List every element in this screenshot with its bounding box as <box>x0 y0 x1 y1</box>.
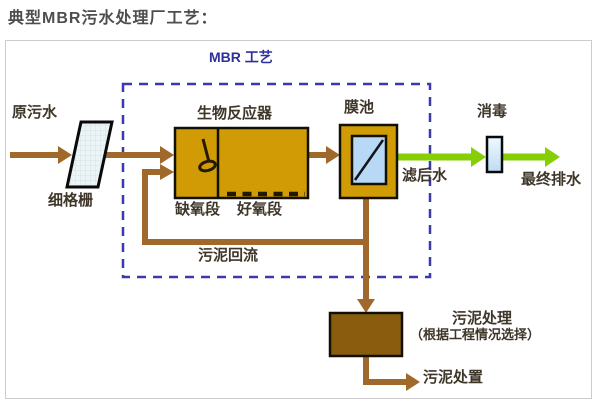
sludge-treatment-note: （根据工程情况选择） <box>410 328 541 343</box>
sludge-return-line <box>142 169 369 245</box>
disinfection-unit-shape <box>485 135 504 174</box>
sludge-disposal-line <box>363 356 406 385</box>
mbr-process-dashed-box <box>121 82 432 279</box>
raw-water-arrowhead <box>58 146 72 164</box>
sludge-treatment-box <box>328 311 404 358</box>
sludge-box-arrowhead <box>357 299 375 313</box>
diagram-panel <box>5 40 592 399</box>
mixer-icon <box>198 138 217 173</box>
disinfection-label: 消毒 <box>477 102 508 120</box>
bioreactor-inlet-arrowhead <box>160 146 174 164</box>
disinfection-inlet-arrowhead <box>471 147 486 167</box>
membrane-diagonal <box>353 139 385 181</box>
return-inlet-arrowhead <box>160 164 174 180</box>
bioreactor-label: 生物反应器 <box>197 104 273 122</box>
sludge-return-label: 污泥回流 <box>198 246 259 264</box>
sludge-disposal-label: 污泥处置 <box>423 368 484 386</box>
sludge-treatment-label: 污泥处理 <box>452 309 513 327</box>
bioreactor-tank <box>173 126 310 200</box>
fine-screen-label: 细格栅 <box>48 191 94 209</box>
anoxic-section-label: 缺氧段 <box>175 200 221 218</box>
membrane-inlet-arrowhead <box>326 146 340 164</box>
treated-water-arrowheads <box>471 147 560 167</box>
fine-screen-shape <box>65 120 114 189</box>
membrane-tank-label: 膜池 <box>344 98 375 116</box>
mbr-process-label: MBR 工艺 <box>209 49 273 65</box>
aerobic-section-label: 好氧段 <box>237 200 283 218</box>
final-discharge-arrowhead <box>545 147 560 167</box>
flow-lines-brown <box>10 152 406 385</box>
raw-water-label: 原污水 <box>12 103 58 121</box>
flow-arrowheads-brown <box>58 146 420 391</box>
sludge-disposal-arrowhead <box>406 373 420 391</box>
page-title: 典型MBR污水处理厂工艺： <box>8 10 218 27</box>
final-discharge-label: 最终排水 <box>521 170 582 188</box>
filtered-water-label: 滤后水 <box>402 166 448 184</box>
